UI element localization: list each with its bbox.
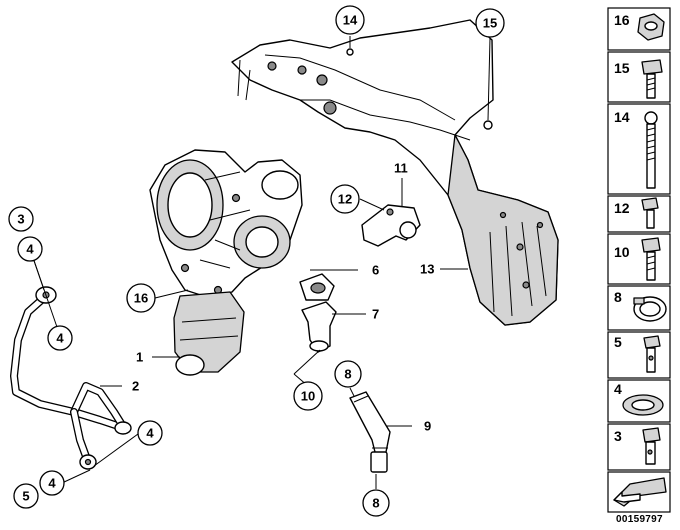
callout-8-label: 8 [372, 496, 379, 511]
callout-4-right: 4 [137, 420, 163, 446]
hollow-bolt-icon [642, 427, 661, 465]
callout-4-lower: 4 [39, 470, 65, 496]
label-13: 13 [420, 262, 434, 277]
label-1: 1 [136, 350, 143, 365]
callout-3: 3 [8, 206, 34, 232]
callout-4-label: 4 [26, 242, 34, 257]
seal-ring-icon [622, 394, 664, 416]
hose-clamp-icon [633, 296, 667, 322]
stud-icon [644, 111, 658, 189]
legend-label: 4 [614, 381, 622, 397]
callout-5: 5 [13, 483, 39, 509]
callout-4-label: 4 [48, 476, 56, 491]
callout-4-middle: 4 [47, 325, 73, 351]
label-7: 7 [372, 307, 379, 322]
callout-15-label: 15 [483, 16, 497, 31]
legend-label: 5 [614, 334, 622, 350]
callout-3-label: 3 [17, 212, 24, 227]
callout-12-label: 12 [338, 192, 352, 207]
legend-label: 15 [614, 60, 630, 76]
callout-16-turbo: 16 [126, 283, 156, 313]
hex-flange-bolt-icon [641, 59, 663, 99]
heat-shield [231, 19, 559, 326]
oil-hose [349, 391, 391, 473]
hex-bolt-icon [641, 237, 661, 281]
callout-14: 14 [335, 5, 365, 35]
flange-nut-icon [637, 13, 665, 41]
callout-8-label: 8 [344, 367, 351, 382]
callout-10-label: 10 [301, 389, 315, 404]
legend-label: 12 [614, 200, 630, 216]
callout-10: 10 [293, 381, 323, 411]
callout-16-label: 16 [134, 291, 148, 306]
legend-label: 3 [614, 428, 622, 444]
legend-label: 8 [614, 289, 622, 305]
label-9: 9 [424, 419, 431, 434]
label-6: 6 [372, 263, 379, 278]
label-2: 2 [132, 379, 139, 394]
legend-label: 16 [614, 12, 630, 28]
label-11: 11 [394, 161, 408, 176]
legend-label: 10 [614, 244, 630, 260]
leader-lines [29, 36, 491, 489]
legend-label: 14 [614, 109, 630, 125]
callout-12: 12 [330, 184, 360, 214]
callout-4-upper: 4 [17, 236, 43, 262]
callout-5-label: 5 [22, 489, 29, 504]
arrow-symbol-icon [613, 477, 667, 507]
callout-15: 15 [475, 8, 505, 38]
oil-feed-line [10, 286, 132, 470]
turbocharger [149, 149, 303, 376]
bolt-icon [641, 197, 659, 229]
banjo-bolt-icon [643, 335, 661, 373]
callout-4-label: 4 [146, 426, 154, 441]
legend-column: 16 15 14 12 10 8 5 4 3 [607, 7, 671, 513]
callout-14-label: 14 [343, 13, 358, 28]
callout-8-upper: 8 [334, 360, 362, 388]
callout-8-lower: 8 [362, 489, 390, 517]
gasket-and-oil-return [299, 273, 337, 353]
callout-4-label: 4 [56, 331, 64, 346]
diagram-id: 00159797 [616, 514, 663, 525]
bracket [361, 204, 421, 247]
